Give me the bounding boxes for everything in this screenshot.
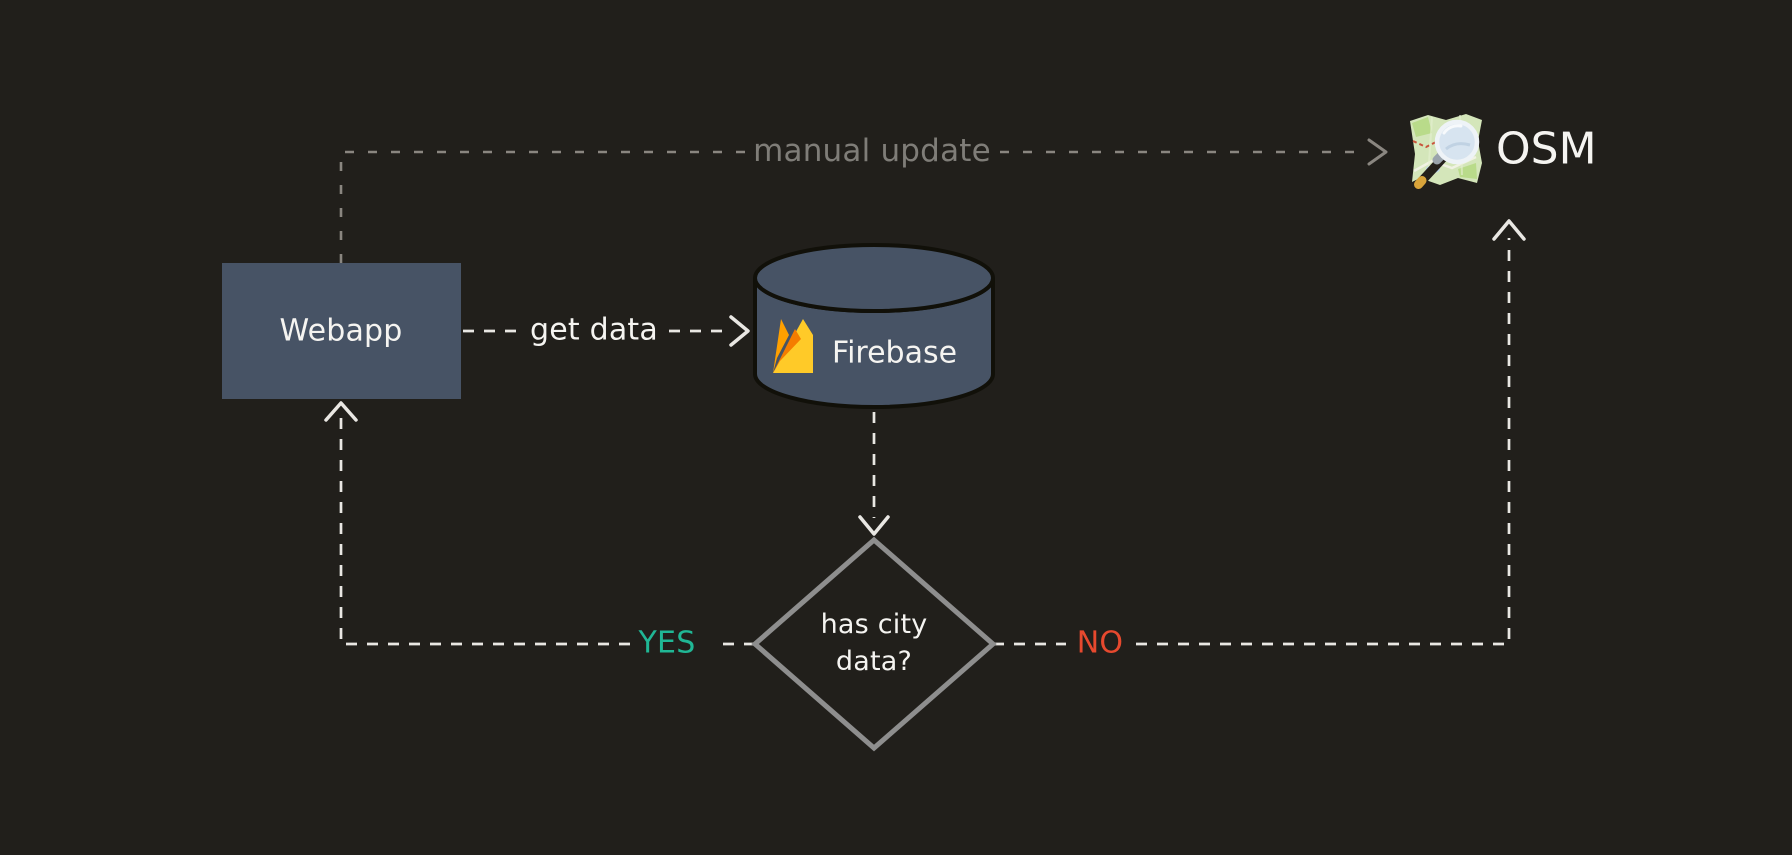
decision-node [751, 536, 997, 752]
firebase-node-label: Firebase [832, 335, 958, 371]
decision-label-line2: data? [835, 646, 913, 677]
no-edge-label: NO [1076, 625, 1124, 661]
yes-line-2 [339, 414, 630, 646]
osm-node-label: OSM [1496, 123, 1597, 175]
no-arrowhead-icon [1492, 219, 1526, 241]
yes-edge-label: YES [638, 625, 696, 661]
decision-label-line1: has city [820, 609, 928, 640]
firebase-flame-icon [773, 319, 813, 373]
get-data-edge-label: get data [530, 312, 658, 348]
webapp-node [222, 263, 461, 399]
webapp-node-label: Webapp [279, 313, 403, 349]
openstreetmap-icon [1410, 114, 1482, 189]
manual-update-arrowhead-icon [1367, 138, 1388, 166]
decision-node-label: has city data? [821, 606, 928, 680]
no-line-2 [1136, 238, 1511, 646]
manual-update-line [339, 150, 748, 263]
firebase-decision-arrowhead-icon [858, 515, 890, 536]
manual-update-edge-label: manual update [753, 133, 991, 169]
get-data-arrowhead-icon [729, 315, 750, 347]
yes-arrowhead-icon [324, 401, 358, 422]
firebase-node-top [753, 243, 995, 313]
